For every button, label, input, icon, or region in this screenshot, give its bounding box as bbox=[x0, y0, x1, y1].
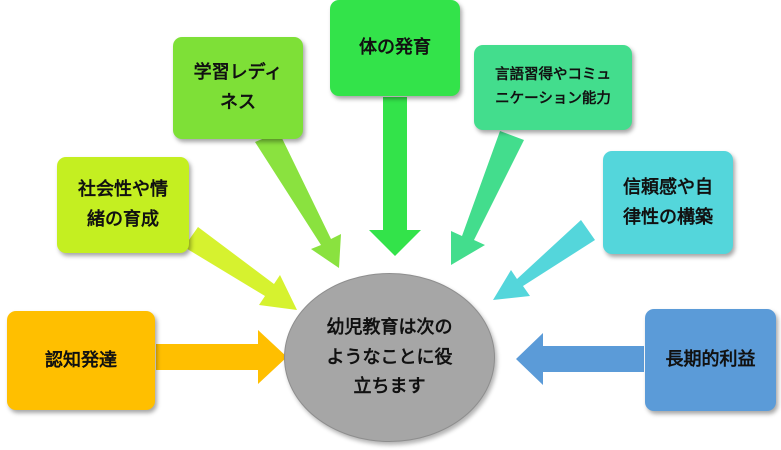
benefit-label: 長期的利益 bbox=[665, 349, 756, 371]
arrow-gakushu bbox=[255, 132, 341, 268]
arrow-shakai bbox=[184, 227, 297, 310]
center-circle: 幼児教育は次の ようなことに役 立ちます bbox=[284, 273, 495, 442]
benefit-language-communication: 言語習得やコミュ ニケーション能力 bbox=[474, 45, 632, 130]
benefit-label: 言語習得やコミュ ニケーション能力 bbox=[495, 66, 611, 107]
arrow-ninchi bbox=[156, 330, 287, 384]
benefit-label: 社会性や情 緒の育成 bbox=[78, 179, 168, 230]
benefit-physical-growth: 体の発育 bbox=[330, 0, 460, 96]
arrow-karada bbox=[369, 97, 421, 256]
benefit-cognitive-development: 認知発達 bbox=[7, 311, 155, 410]
benefit-label: 学習レディ ネス bbox=[193, 62, 283, 113]
benefit-trust-autonomy: 信頼感や自 律性の構築 bbox=[603, 151, 733, 254]
benefit-label: 体の発育 bbox=[359, 37, 431, 59]
benefit-social-emotional: 社会性や情 緒の育成 bbox=[57, 157, 189, 253]
arrow-shinrai bbox=[493, 220, 595, 300]
benefit-label: 認知発達 bbox=[45, 349, 117, 371]
center-text: 幼児教育は次の ようなことに役 立ちます bbox=[326, 316, 453, 398]
benefit-long-term: 長期的利益 bbox=[645, 309, 776, 411]
benefit-learning-readiness: 学習レディ ネス bbox=[173, 37, 303, 139]
arrow-choki bbox=[516, 333, 644, 385]
arrow-gengo bbox=[451, 131, 524, 265]
benefit-label: 信頼感や自 律性の構築 bbox=[623, 176, 713, 228]
